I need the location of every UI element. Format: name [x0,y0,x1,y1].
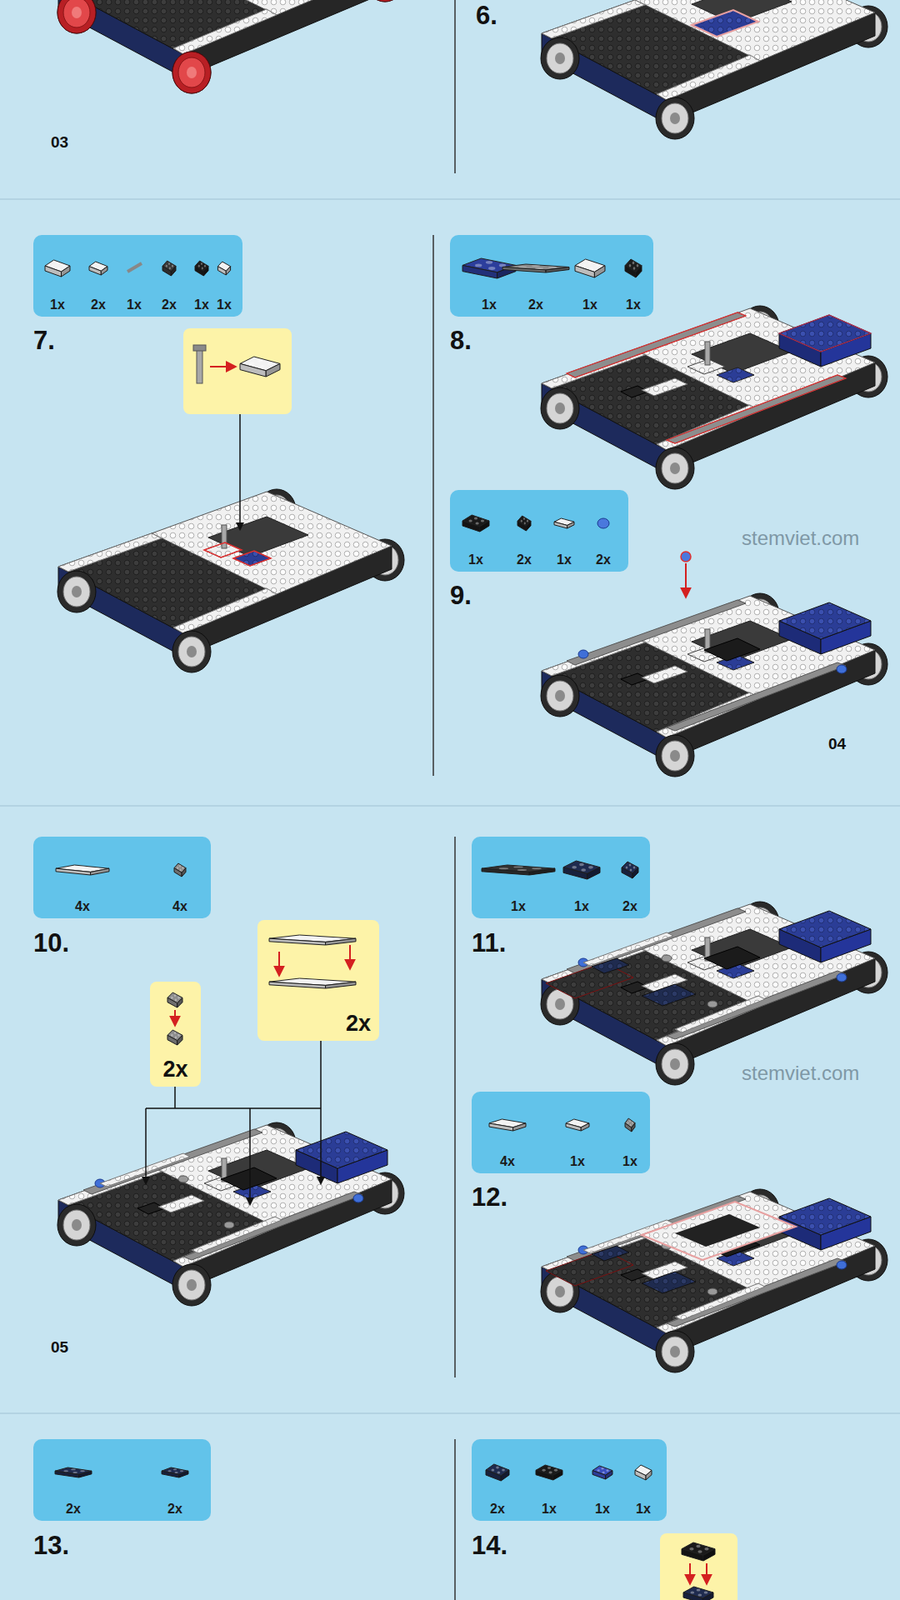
part-count: 2x [158,297,181,313]
watermark: stemviet.com [741,1061,860,1085]
part-count: 2x [59,1501,88,1517]
part-count: 4x [68,899,97,915]
part-count: 1x [629,1501,658,1517]
page-number: 04 [828,735,846,754]
parts-list-box: 4x 1x 1x [471,1091,650,1174]
part-count: 1x [619,297,648,313]
parts-list-box: 1x 2x 1x 2x [450,490,629,572]
part-count: 1x [588,1501,617,1517]
part-count: 2x [615,899,645,915]
part-count: 1x [575,297,605,313]
part-count: 1x [563,1154,592,1170]
parts-list-box: 2x 2x [33,1439,211,1521]
part-count: 2x [510,552,539,568]
part-count: 2x [160,1501,190,1517]
part-count: 1x [567,899,596,915]
part-count: 4x [165,899,195,915]
callout-count: 2x [162,1056,188,1082]
callout-box: 2x [150,981,201,1087]
part-count: 2x [483,1501,512,1517]
part-count: 1x [461,552,490,568]
page-number: 05 [50,1338,69,1357]
step-number: 8. [450,326,472,355]
step-number: 6. [475,1,498,30]
part-count: 1x [535,1501,564,1517]
part-count: 4x [493,1154,522,1170]
callout-box: 2x [257,920,380,1041]
parts-list-box: 1x 1x 2x [471,836,650,919]
part-count: 1x [504,899,533,915]
part-count: 1x [213,297,236,313]
part-count: 2x [87,297,110,313]
step-number: 12. [471,1183,508,1212]
step-number: 10. [33,929,70,958]
step-number: 13. [33,1531,70,1560]
watermark: stemviet.com [741,526,860,550]
page-number: 03 [50,133,69,152]
step-number: 7. [33,326,55,355]
step-number: 11. [471,929,506,958]
part-count: 1x [615,1154,645,1170]
part-count: 1x [190,297,214,313]
parts-list-box: 2x 1x 1x 1x [471,1439,667,1521]
part-count: 2x [589,552,618,568]
callout-count: 2x [345,1010,371,1036]
part-count: 1x [550,552,579,568]
step-number: 14. [471,1531,508,1560]
part-count: 1x [46,297,70,313]
parts-list-box: 1x2x1x2x1x1x [33,235,243,317]
parts-list-box: 4x 4x [33,836,211,919]
part-count: 1x [123,297,146,313]
part-count: 1x [475,297,504,313]
step-number: 9. [450,581,472,610]
part-count: 2x [521,297,550,313]
parts-list-box: 1x 2x 1x 1x [450,235,654,317]
